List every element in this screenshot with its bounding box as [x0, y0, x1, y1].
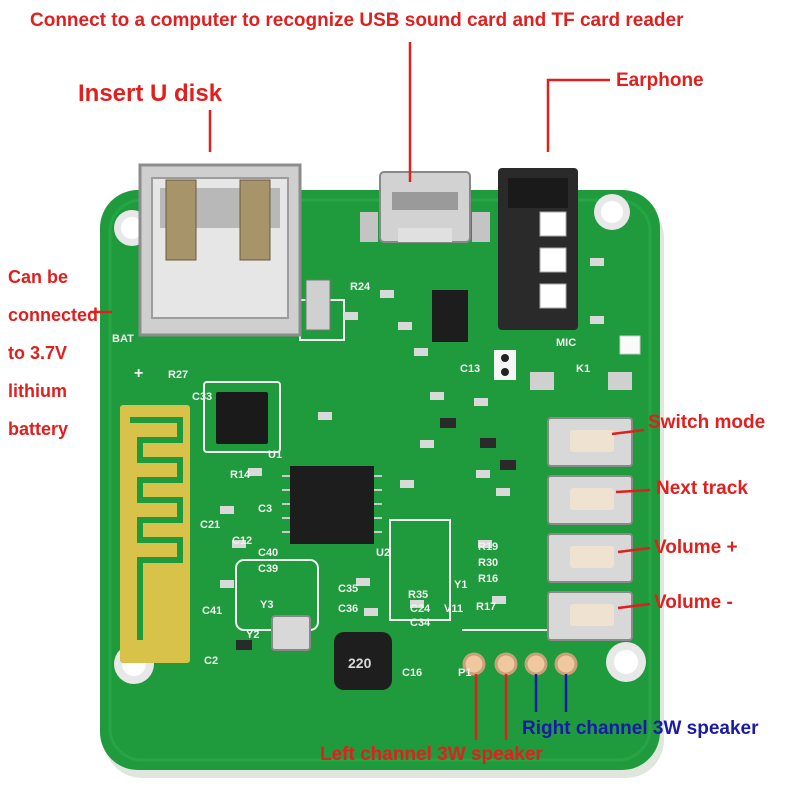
mounting-hole-top-right [594, 194, 630, 230]
chip-regulator [432, 290, 468, 342]
silk-mic: MIC [556, 337, 576, 349]
silk-r14: R14 [230, 469, 251, 481]
silk-c41: C41 [202, 605, 222, 617]
silk-c34: C34 [410, 617, 431, 629]
callout-volume-up: Volume + [654, 537, 738, 558]
battery-line-5: battery [8, 419, 69, 439]
crystal-y2 [271, 615, 311, 651]
silk-c16: C16 [402, 667, 422, 679]
silk-bat: BAT [112, 333, 134, 345]
battery-line-1: Can be [8, 267, 69, 287]
callout-left-channel: Left channel 3W speaker [320, 744, 543, 765]
silk-c40: C40 [258, 547, 278, 559]
silk-p1: P1 [458, 667, 471, 679]
silk-plus: + [134, 365, 143, 382]
callout-switch-mode: Switch mode [648, 412, 766, 433]
usb-a-port [138, 163, 331, 337]
silk-y3: Y3 [260, 599, 273, 611]
battery-line-2: connected [8, 305, 99, 325]
silk-r16: R16 [478, 573, 498, 585]
chip-u1 [216, 392, 268, 444]
battery-line-3: to 3.7V [8, 343, 68, 363]
earphone-jack [498, 168, 578, 330]
silk-c24: C24 [410, 603, 431, 615]
callout-battery: Can be connected to 3.7V lithium battery [8, 258, 98, 448]
silk-v11: V11 [444, 603, 463, 615]
callout-volume-down: Volume - [654, 592, 733, 613]
inductor [334, 632, 392, 690]
silk-c39: C39 [258, 563, 278, 575]
silk-c35: C35 [338, 583, 358, 595]
button-next-track[interactable] [547, 475, 633, 525]
silk-y1: Y1 [454, 579, 467, 591]
callout-usb-port: Connect to a computer to recognize USB s… [30, 10, 684, 31]
callout-earphone: Earphone [616, 70, 704, 91]
silk-c2: C2 [204, 655, 218, 667]
silk-u2: U2 [376, 547, 390, 559]
silk-r27: R27 [168, 369, 188, 381]
silk-r19: R19 [478, 541, 498, 553]
callout-next-track: Next track [656, 478, 748, 499]
silk-c13: C13 [460, 363, 480, 375]
silk-r17: R17 [476, 601, 496, 613]
silk-r24: R24 [350, 281, 371, 293]
bluetooth-antenna [120, 405, 190, 663]
callout-right-channel: Right channel 3W speaker [522, 718, 759, 739]
silk-r30: R30 [478, 557, 498, 569]
button-volume-up[interactable] [547, 533, 633, 583]
silk-c33: C33 [192, 391, 212, 403]
button-volume-down[interactable] [547, 591, 633, 641]
silk-u1: U1 [268, 449, 282, 461]
silk-c21: C21 [200, 519, 220, 531]
inductor-label: 220 [348, 655, 372, 671]
led [619, 335, 641, 355]
silk-c36: C36 [338, 603, 358, 615]
silk-y2: Y2 [246, 629, 259, 641]
callout-u-disk: Insert U disk [78, 80, 223, 107]
battery-line-4: lithium [8, 381, 67, 401]
silk-k1: K1 [576, 363, 590, 375]
silk-c3: C3 [258, 503, 272, 515]
silk-r35: R35 [408, 589, 428, 601]
micro-usb-port [360, 171, 490, 243]
button-switch-mode[interactable] [547, 417, 633, 467]
mounting-hole-bottom-right [606, 642, 646, 682]
chip-u2 [290, 466, 374, 544]
silk-c12: C12 [232, 535, 252, 547]
